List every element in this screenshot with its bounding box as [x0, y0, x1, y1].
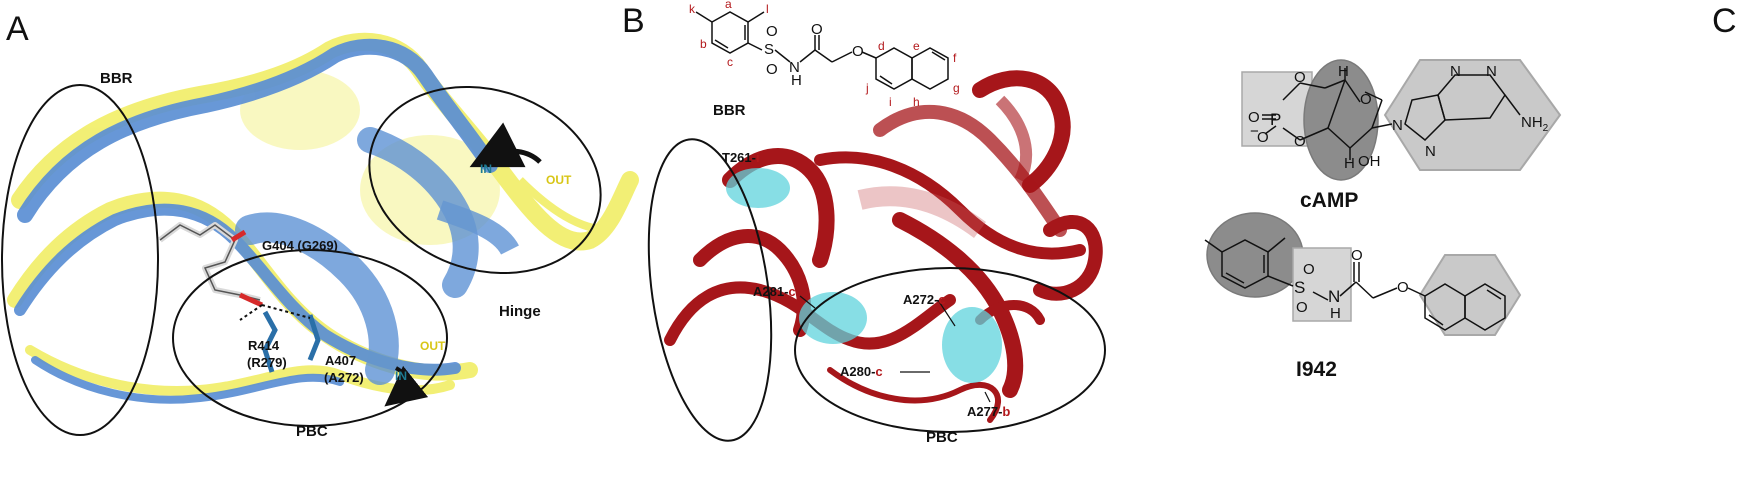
panel-b: B S O O N H O O — [622, 0, 1106, 446]
panel-b-a277-label: A277-b — [967, 404, 1010, 419]
panel-a-a407-label: A407 — [325, 353, 356, 368]
panel-a-bbr-label: BBR — [100, 70, 133, 87]
panel-b-letter-j: j — [865, 81, 869, 95]
camp-atom-o-sugar: O — [1360, 91, 1372, 108]
panel-b-letter-c: c — [727, 55, 733, 69]
camp-atom-h1: H — [1338, 63, 1349, 80]
camp-atom-o2: O — [1294, 133, 1306, 150]
panel-a-pbc-label: PBC — [296, 423, 328, 440]
camp-atom-p: P — [1270, 110, 1281, 129]
panel-a: A — [1, 10, 639, 440]
camp-atom-o1: O — [1294, 69, 1306, 86]
panel-b-letter-g: g — [953, 81, 960, 95]
panel-a-a272-label: (A272) — [324, 370, 364, 385]
panel-b-structure — [695, 11, 949, 90]
camp-atom-n4: N — [1486, 63, 1497, 80]
i942-atom-o2: O — [1296, 299, 1308, 316]
panel-a-g404-label: G404 (G269) — [262, 238, 338, 253]
panel-b-bbr-ellipse — [647, 138, 773, 442]
camp-name: cAMP — [1300, 189, 1358, 212]
panel-a-hinge-ellipse — [368, 85, 602, 275]
i942-atom-o3: O — [1351, 247, 1363, 264]
panel-a-pbc-arrow — [384, 365, 429, 407]
panel-b-atom-o1: O — [766, 23, 778, 40]
panel-a-r279-label: (R279) — [247, 355, 287, 370]
i942-atom-s: S — [1294, 278, 1305, 297]
panel-b-letter-h: h — [913, 95, 920, 109]
panel-a-residues — [239, 304, 321, 373]
i942-atom-o4: O — [1397, 279, 1409, 296]
panel-a-hinge-label: Hinge — [499, 303, 541, 320]
camp-atom-n1: N — [1392, 117, 1403, 134]
i942-name: I942 — [1296, 358, 1337, 381]
panel-b-letter-l: l — [766, 2, 769, 16]
panel-b-a272-label: A272-c — [903, 292, 946, 307]
camp-atom-h2: H — [1344, 155, 1355, 172]
panel-b-atom-h: H — [791, 72, 802, 89]
panel-a-letter: A — [6, 10, 29, 48]
panel-b-letter-i: i — [889, 95, 892, 109]
panel-b-surfaces — [726, 168, 1002, 383]
panel-b-atom-o2: O — [766, 61, 778, 78]
panel-b-letter-f: f — [953, 51, 957, 65]
camp-structure: P O O O O − O OH H H N N N N NH2 cAMP — [1241, 59, 1562, 212]
panel-c: C — [1204, 2, 1737, 381]
i942-atom-o1: O — [1303, 261, 1315, 278]
panel-b-protein — [664, 70, 1103, 423]
panel-b-t261-label: T261-i — [722, 150, 760, 165]
panel-b-letter-b: b — [700, 37, 707, 51]
i942-atom-n: N — [1328, 287, 1340, 306]
i942-structure: S O O N H O O I942 — [1204, 212, 1522, 381]
panel-a-in-bottom-label: IN — [395, 369, 407, 383]
i942-atom-h: H — [1330, 305, 1341, 322]
panel-a-out-top-label: OUT — [546, 173, 572, 187]
panel-b-letter-d: d — [878, 39, 885, 53]
camp-minus: − — [1250, 123, 1259, 140]
camp-atom-o-minus: O — [1257, 129, 1269, 146]
panel-b-atom-n: N — [789, 59, 800, 76]
panel-a-ligand — [158, 222, 264, 308]
panel-a-hinge-arrow — [469, 122, 542, 168]
panel-b-bbr-label: BBR — [713, 102, 746, 119]
panel-a-r414-label: R414 — [248, 338, 280, 353]
camp-atom-n3: N — [1450, 63, 1461, 80]
panel-b-pbc-label: PBC — [926, 429, 958, 446]
panel-a-out-bottom-label: OUT — [420, 339, 446, 353]
camp-atom-nh2: NH2 — [1521, 114, 1549, 134]
panel-b-atom-o3: O — [811, 21, 823, 38]
panel-b-letter: B — [622, 2, 645, 40]
panel-b-atom-o4: O — [852, 43, 864, 60]
panel-b-atom-s: S — [764, 41, 774, 58]
panel-b-letter-a: a — [725, 0, 732, 11]
panel-a-in-top-label: IN — [480, 162, 492, 176]
panel-a-bbr-ellipse — [1, 84, 159, 436]
camp-atom-oh: OH — [1358, 153, 1381, 170]
panel-b-pbc-ellipse — [794, 267, 1106, 433]
panel-b-structure-letters: k a l b c d e f g h i j — [689, 0, 960, 109]
panel-b-a281-label: A281-c — [753, 284, 796, 299]
panel-b-structure-atoms: S O O N H O O — [764, 21, 864, 89]
camp-atom-o-dbl: O — [1248, 109, 1260, 126]
camp-atom-n2: N — [1425, 143, 1436, 160]
panel-c-letter: C — [1712, 2, 1737, 40]
panel-b-a280-label: A280-c — [840, 364, 883, 379]
panel-a-pbc-ellipse — [172, 249, 448, 427]
panel-b-letter-k: k — [689, 2, 696, 16]
panel-b-letter-e: e — [913, 39, 920, 53]
